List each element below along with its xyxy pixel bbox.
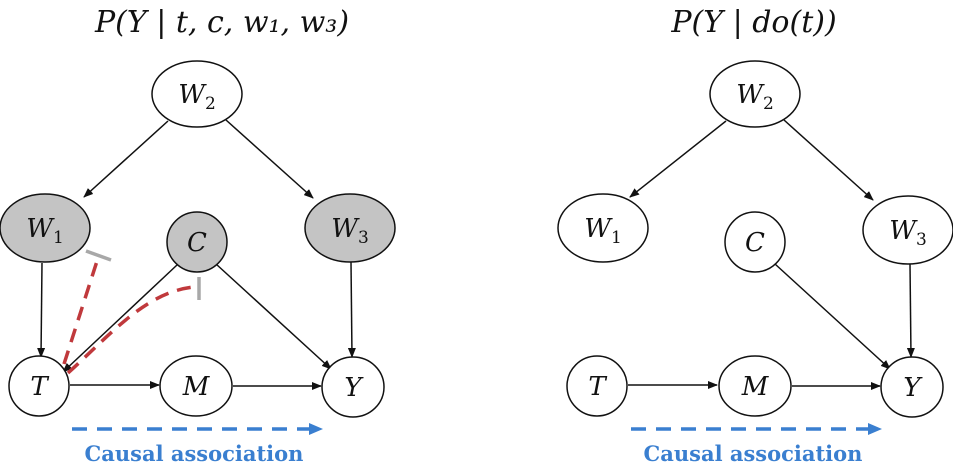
svg-text:T: T [30, 372, 49, 402]
svg-text:W3: W3 [889, 216, 927, 250]
edge-w2-w3 [783, 119, 874, 201]
causal-caption: Causal association [85, 441, 304, 464]
edge-w2-w1 [629, 120, 727, 198]
block-bar-w1 [85, 249, 112, 262]
edge-w3-y [906, 263, 915, 358]
node-y: Y [880, 356, 944, 418]
edge-w3-y [347, 261, 356, 358]
panel-conditioning: P(Y | t, c, w₁, w₃) W2 W1 C [0, 5, 396, 464]
node-t: T [8, 355, 70, 417]
svg-text:Y: Y [903, 373, 923, 403]
svg-text:W1: W1 [584, 214, 622, 248]
panel-intervention: P(Y | do(t)) W2 W1 C W3 T [557, 5, 953, 464]
edge-c-t [62, 264, 178, 373]
node-w1: W1 [0, 193, 91, 263]
edge-w2-w1 [83, 120, 169, 198]
node-m: M [159, 355, 233, 417]
edges [628, 119, 915, 390]
node-w3: W3 [862, 195, 953, 265]
svg-text:C: C [745, 228, 765, 258]
svg-text:T: T [588, 372, 607, 402]
svg-text:M: M [741, 372, 770, 402]
svg-text:Y: Y [344, 373, 364, 403]
blocked-path-c [66, 285, 195, 375]
svg-text:W2: W2 [736, 80, 774, 114]
node-w3: W3 [304, 193, 396, 263]
causal-caption: Causal association [644, 441, 863, 464]
svg-text:W2: W2 [178, 80, 216, 114]
svg-text:W1: W1 [26, 214, 64, 248]
edge-c-y [215, 263, 332, 370]
svg-text:M: M [182, 372, 211, 402]
edge-w2-w3 [225, 119, 314, 199]
panel-title: P(Y | do(t)) [670, 5, 836, 40]
node-t: T [566, 355, 628, 417]
node-y: Y [321, 356, 385, 418]
node-m: M [718, 355, 792, 417]
node-c: C [724, 211, 786, 273]
panel-title: P(Y | t, c, w₁, w₃) [94, 5, 349, 40]
edges [37, 119, 356, 390]
svg-text:W3: W3 [331, 214, 369, 248]
edge-c-y [774, 263, 891, 370]
svg-text:C: C [187, 228, 207, 258]
blocked-path-w1 [62, 257, 100, 365]
edge-w1-t [37, 262, 46, 358]
node-w2: W2 [709, 60, 801, 128]
node-w2: W2 [151, 60, 243, 128]
node-w1: W1 [557, 193, 649, 263]
node-c: C [166, 211, 228, 273]
